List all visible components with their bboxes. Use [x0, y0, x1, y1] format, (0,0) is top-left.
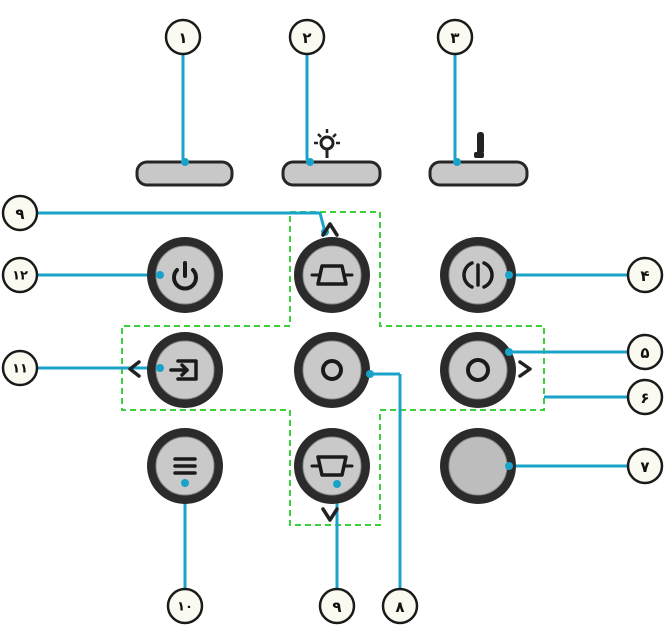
ring-icon — [466, 358, 490, 382]
lamp-led — [281, 129, 382, 187]
callout-9-top-label: ٩ — [15, 205, 24, 223]
callout-2: ٢ — [288, 18, 326, 56]
callout-6-label: ۶ — [640, 389, 649, 407]
temperature-led — [428, 132, 529, 187]
power-led — [135, 158, 234, 187]
enter-icon — [321, 359, 343, 381]
lamp-icon — [314, 129, 340, 158]
re-sync-icon — [462, 261, 494, 289]
callout-12: ١٢ — [1, 256, 39, 294]
callout-5: ۵ — [626, 333, 664, 371]
re-sync-button[interactable] — [440, 237, 516, 313]
callout-5-label: ۵ — [640, 344, 649, 362]
menu-icon — [173, 457, 197, 475]
callout-8-label: ٨ — [395, 598, 404, 616]
callout-3: ٣ — [436, 18, 474, 56]
right-button[interactable] — [440, 332, 516, 408]
callout-4: ۴ — [626, 256, 664, 294]
callout-4-label: ۴ — [640, 267, 649, 285]
callout-2-label: ٢ — [302, 29, 311, 47]
callout-1: ١ — [164, 18, 202, 56]
callout-9-bottom-label: ٩ — [332, 598, 341, 616]
callout-7: ٧ — [626, 447, 664, 485]
callout-11-label: ١١ — [12, 362, 28, 377]
keystone-down-icon — [310, 455, 354, 477]
callout-6: ۶ — [626, 378, 664, 416]
blank-button[interactable] — [440, 428, 516, 504]
source-input-icon — [169, 359, 198, 381]
power-button[interactable] — [147, 237, 223, 313]
navigation-keys-outline — [121, 211, 545, 526]
down-arrow-icon — [321, 507, 339, 522]
callout-10-label: ١٠ — [177, 600, 193, 615]
callout-1-label: ١ — [178, 29, 187, 47]
keystone-up-icon — [310, 264, 354, 286]
callout-8: ٨ — [381, 587, 419, 625]
callout-10: ١٠ — [166, 587, 204, 625]
enter-button[interactable] — [294, 332, 374, 408]
power-icon — [172, 268, 198, 291]
callout-7-label: ٧ — [640, 458, 649, 476]
callout-9-bottom: ٩ — [318, 587, 356, 625]
thermometer-icon — [474, 132, 484, 158]
keystone-up-button[interactable] — [294, 228, 370, 313]
keystone-down-button[interactable] — [294, 428, 370, 504]
callout-12-label: ١٢ — [12, 269, 28, 284]
menu-button[interactable] — [147, 428, 223, 504]
right-arrow-icon — [518, 360, 532, 378]
callout-9-top: ٩ — [1, 194, 39, 232]
callout-11: ١١ — [1, 349, 39, 387]
up-arrow-icon — [321, 222, 339, 237]
source-button[interactable] — [147, 332, 223, 408]
callout-3-label: ٣ — [450, 29, 459, 47]
left-arrow-icon — [128, 360, 141, 378]
